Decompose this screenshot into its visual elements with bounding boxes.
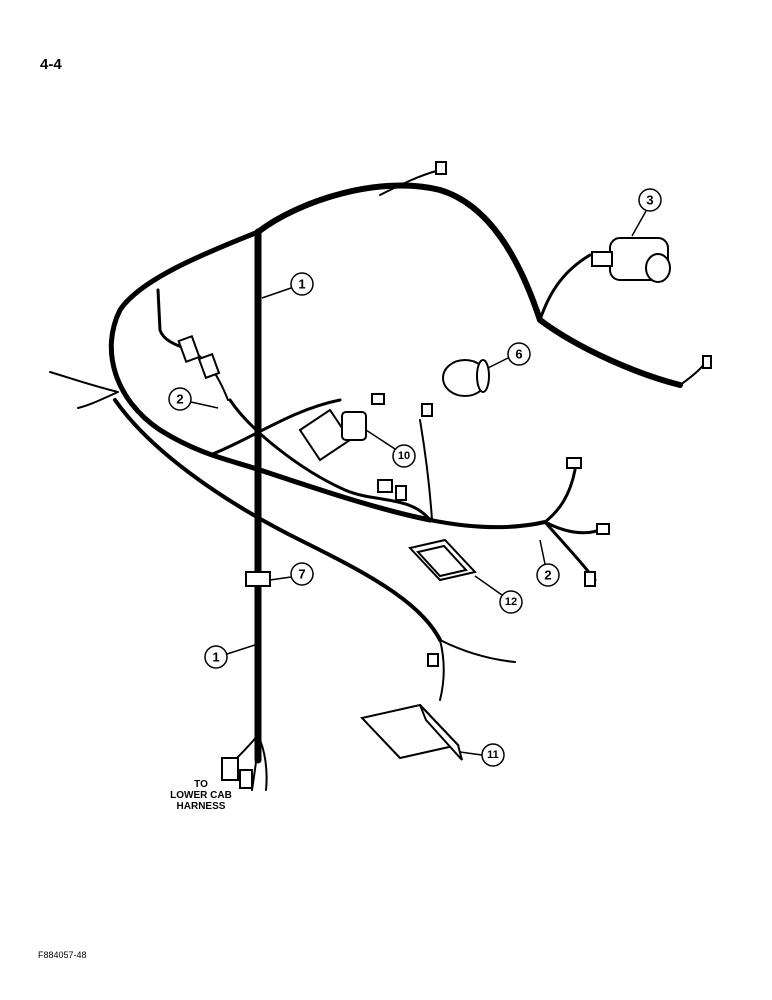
callout-balloon-12 (499, 590, 523, 614)
harness-left-pigtails (49, 371, 119, 409)
connector-upper-left (177, 334, 201, 364)
work-lamp-component (360, 703, 463, 761)
note-line-3: HARNESS (176, 801, 226, 812)
callout-balloon-1-top (290, 272, 314, 296)
callout-label-2-right: 2 (544, 568, 551, 583)
leader-7 (269, 576, 292, 581)
callout-label-2-left: 2 (176, 392, 183, 407)
gauge-component (442, 359, 490, 397)
leader-1-top (261, 287, 292, 299)
connector-right-end (702, 355, 712, 369)
leader-2-right (539, 539, 546, 565)
figure-code: F884057-48 (38, 950, 87, 960)
harness-to-12 (428, 518, 547, 530)
callout-balloon-7 (290, 562, 314, 586)
harness-to-10 (208, 398, 342, 457)
harness-top-pigtail (379, 169, 441, 196)
connector-6 (421, 403, 433, 417)
page-number: 4-4 (40, 56, 62, 73)
callout-label-3: 3 (646, 193, 653, 208)
harness-to-6 (419, 419, 433, 521)
connector-right-c (584, 571, 596, 587)
callout-label-10: 10 (398, 450, 410, 462)
callout-balloon-10 (392, 444, 416, 468)
leader-3 (631, 210, 647, 237)
leader-1-bottom (226, 644, 256, 655)
harness-to-3 (538, 253, 592, 322)
callout-balloon-2-left (168, 387, 192, 411)
harness-pigtail-11 (439, 639, 516, 663)
connector-10-b (395, 485, 407, 501)
connector-11 (427, 653, 439, 667)
callout-balloon-2-right (536, 563, 560, 587)
callout-balloon-3 (638, 188, 662, 212)
main-harness-top-arc (255, 182, 683, 388)
leader-6 (487, 357, 509, 369)
dome-light-component (408, 538, 477, 582)
connector-right-b (596, 523, 610, 535)
clamp-7 (245, 571, 271, 587)
note-line-2: LOWER CAB (170, 790, 232, 801)
callout-label-12: 12 (505, 596, 517, 608)
callout-label-11: 11 (487, 749, 499, 761)
harness-left-loop (108, 229, 433, 523)
harness-to-11 (439, 639, 445, 701)
callout-label-1-bottom: 1 (212, 650, 219, 665)
callout-label-7: 7 (298, 567, 305, 582)
callout-balloon-1-bottom (204, 645, 228, 669)
switch-assembly-component (298, 393, 385, 462)
connector-top (435, 161, 447, 175)
connector-10-a (377, 479, 393, 493)
wiper-motor-component (591, 237, 671, 283)
lower-cab-harness-note: TO LOWER CAB HARNESS (155, 779, 247, 812)
connector-right-a (566, 457, 582, 469)
callout-balloon-6 (507, 342, 531, 366)
callout-label-1-top: 1 (298, 277, 305, 292)
leader-2-left (190, 401, 219, 409)
connector-left-2 (197, 352, 221, 380)
harness-branch-10b (228, 398, 432, 522)
connector-trunk-a (221, 757, 239, 781)
leader-11 (459, 751, 483, 756)
connector-trunk-b (239, 769, 253, 789)
note-line-1: TO (194, 779, 208, 790)
harness-lower-sweep (113, 398, 442, 642)
leader-10 (365, 429, 396, 450)
leader-12 (474, 575, 503, 596)
callout-label-6: 6 (515, 347, 522, 362)
